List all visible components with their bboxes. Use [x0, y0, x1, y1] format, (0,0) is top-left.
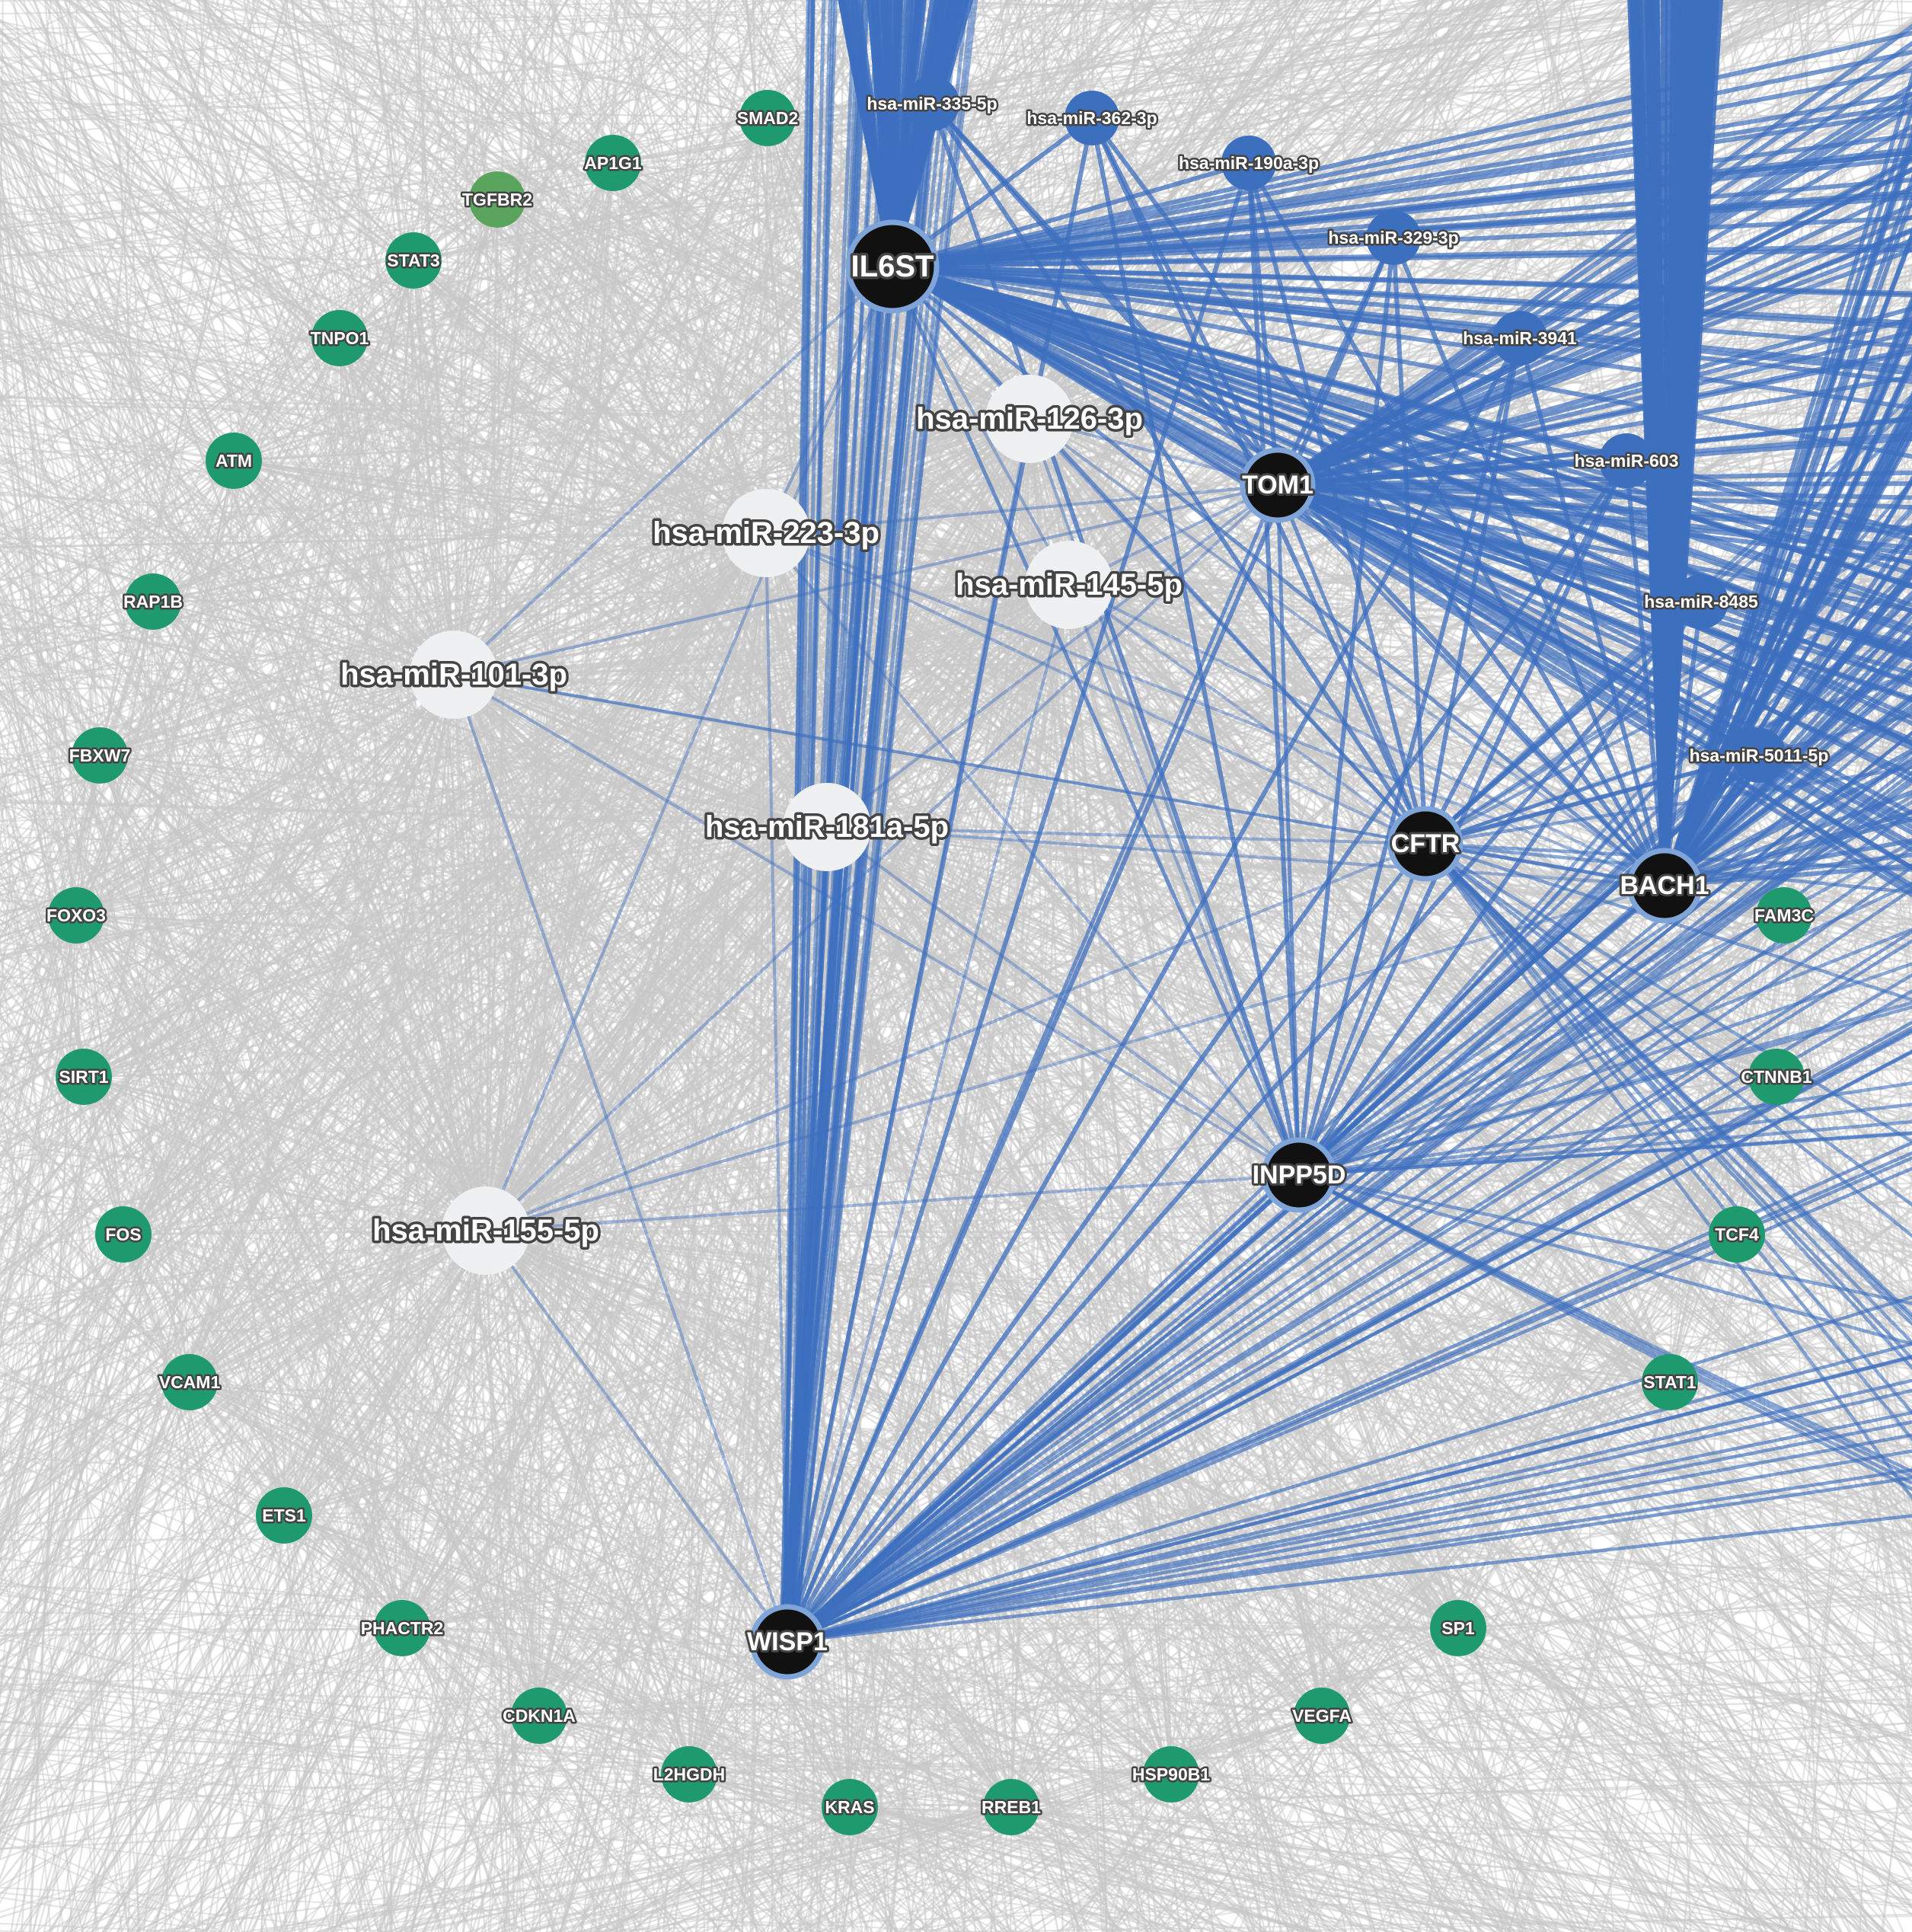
gene-label-stat3: STAT3 [387, 251, 439, 270]
gene-label-rap1b: RAP1B [123, 592, 183, 612]
gene-label-l2hgdh: L2HGDH [653, 1764, 726, 1784]
hub-label-il6st: IL6ST [851, 250, 934, 283]
edge [338, 337, 487, 1932]
gene-label-fos: FOS [105, 1225, 141, 1244]
mirna-label-mir8485: hsa-miR-8485 [1644, 592, 1758, 612]
edge [189, 826, 828, 1383]
edge [0, 259, 414, 464]
edge [437, 0, 768, 534]
edge [0, 123, 340, 340]
edge [201, 0, 498, 200]
edge [181, 1230, 487, 1932]
edge [0, 117, 768, 216]
gene-label-fam3c: FAM3C [1754, 905, 1814, 925]
gene-label-sp1: SP1 [1441, 1618, 1475, 1638]
gene-label-rreb1: RREB1 [982, 1797, 1041, 1817]
edge [91, 260, 415, 1932]
edge [452, 0, 559, 675]
edge [372, 0, 487, 1231]
edge [412, 260, 985, 1932]
edge [411, 0, 455, 675]
edge [233, 460, 455, 675]
mirna-label-mir190: hsa-miR-190a-3p [1179, 153, 1319, 173]
mirna-label-mir155: hsa-miR-155-5p [372, 1214, 599, 1247]
gene-label-tgfbr2: TGFBR2 [462, 190, 532, 209]
mirna-label-mir335: hsa-miR-335-5p [867, 94, 997, 113]
gene-label-fbxw7: FBXW7 [69, 746, 131, 765]
gene-label-atm: ATM [215, 451, 252, 471]
gene-label-tnpo1: TNPO1 [311, 328, 369, 348]
edge [826, 825, 1912, 1724]
gene-label-sirt1: SIRT1 [59, 1067, 108, 1087]
edge [0, 349, 455, 676]
edge [61, 1230, 487, 1932]
edge [453, 674, 1883, 1932]
edge [0, 337, 340, 518]
mirna-label-mir5011: hsa-miR-5011-5p [1690, 746, 1829, 765]
gene-label-tcf4: TCF4 [1715, 1225, 1759, 1244]
mirna-label-mir329: hsa-miR-329-3p [1328, 228, 1458, 247]
edge [611, 0, 679, 164]
mirna-label-mir362: hsa-miR-362-3p [1026, 108, 1157, 128]
edge [145, 826, 828, 1932]
edge [412, 0, 491, 261]
edge [338, 0, 471, 339]
edge [390, 260, 415, 1932]
edge [826, 394, 1912, 829]
edge [339, 0, 1169, 340]
mirna-label-mir223: hsa-miR-223-3p [653, 516, 879, 550]
hub-label-cftr: CFTR [1391, 829, 1460, 858]
hub-label-wisp1: WISP1 [747, 1627, 828, 1656]
gene-label-stat1: STAT1 [1643, 1372, 1697, 1392]
edge [339, 337, 1792, 1932]
edge [496, 199, 1912, 1167]
gene-label-vegfa: VEGFA [1292, 1706, 1352, 1726]
edge [551, 826, 828, 1932]
edge [485, 1229, 1723, 1932]
edge [339, 0, 1795, 340]
edge [496, 0, 766, 200]
gene-label-ctnnb1: CTNNB1 [1741, 1067, 1811, 1087]
mirna-label-mir603: hsa-miR-603 [1575, 451, 1679, 471]
edge [413, 260, 1833, 1932]
edge [0, 80, 340, 339]
gene-label-smad2: SMAD2 [737, 108, 799, 128]
edge [339, 0, 1081, 340]
mirna-label-mir3941: hsa-miR-3941 [1463, 328, 1577, 348]
gene-label-vcam1: VCAM1 [159, 1372, 221, 1392]
gene-label-phactr2: PHACTR2 [361, 1618, 444, 1638]
hub-label-inpp5d: INPP5D [1253, 1161, 1346, 1190]
mirna-label-mir181: hsa-miR-181a-5p [705, 810, 949, 844]
gene-label-ets1: ETS1 [262, 1506, 306, 1525]
gene-label-ap1g1: AP1G1 [584, 153, 642, 173]
edge [0, 260, 415, 1689]
mirna-label-mir126: hsa-miR-126-3p [916, 402, 1143, 436]
edge [412, 260, 1516, 1932]
edge [388, 0, 614, 164]
edge [612, 162, 1912, 1785]
gene-label-cdkn1a: CDKN1A [503, 1706, 576, 1726]
edge [43, 260, 415, 1932]
hub-label-tom1: TOM1 [1242, 471, 1314, 500]
edge [0, 337, 340, 560]
gene-label-foxo3: FOXO3 [46, 905, 106, 925]
edge [413, 0, 1626, 262]
hub-label-bach1: BACH1 [1620, 871, 1709, 900]
edge [766, 117, 1267, 1932]
gene-label-kras: KRAS [825, 1797, 874, 1817]
edge [0, 18, 1070, 586]
mirna-label-mir145: hsa-miR-145-5p [956, 568, 1183, 602]
edge [227, 0, 614, 164]
gene-label-hsp90b1: HSP90B1 [1132, 1764, 1210, 1784]
mirna-label-mir101: hsa-miR-101-3p [340, 658, 567, 691]
